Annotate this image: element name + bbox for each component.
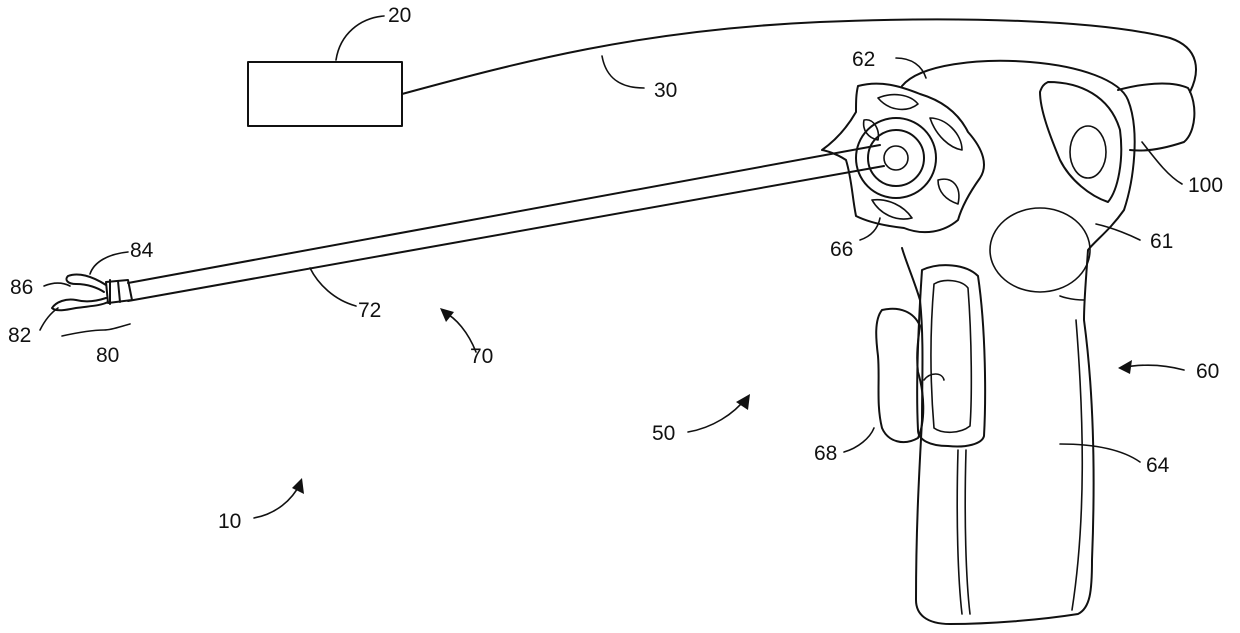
ref-50: 50 — [652, 422, 675, 445]
handle-housing — [902, 61, 1135, 624]
leader-10-arrow — [292, 478, 304, 494]
end-effector — [52, 274, 132, 310]
leader-10 — [254, 484, 300, 518]
leader-60-arrow — [1118, 360, 1132, 374]
ref-60: 60 — [1196, 360, 1219, 383]
ref-30: 30 — [654, 79, 677, 102]
ref-64: 64 — [1146, 454, 1170, 477]
trigger-assembly — [876, 265, 985, 446]
ref-66: 66 — [830, 238, 853, 261]
leader-30 — [602, 56, 644, 88]
ref-86: 86 — [10, 276, 33, 299]
leader-61 — [1096, 224, 1140, 240]
leader-84 — [90, 252, 128, 274]
leader-64 — [1060, 444, 1140, 462]
leader-80 — [62, 324, 130, 336]
lower-jaw — [52, 298, 108, 310]
leader-68 — [844, 428, 874, 452]
leader-62 — [896, 58, 926, 78]
generator-box — [248, 62, 402, 126]
power-attachment — [1118, 84, 1194, 151]
ref-61: 61 — [1150, 230, 1173, 253]
ref-72: 72 — [358, 299, 381, 322]
ref-80: 80 — [96, 344, 119, 367]
ref-100: 100 — [1188, 174, 1223, 197]
leader-70-arrow — [440, 308, 454, 322]
ref-82: 82 — [8, 324, 31, 347]
ref-70: 70 — [470, 345, 493, 368]
ref-20: 20 — [388, 4, 411, 27]
shaft — [128, 145, 884, 301]
leader-72 — [310, 268, 356, 306]
ref-62: 62 — [852, 48, 875, 71]
ref-68: 68 — [814, 442, 837, 465]
reference-numerals: 20 30 62 66 100 61 60 64 68 50 70 72 10 … — [8, 4, 1223, 533]
leader-82 — [40, 308, 58, 330]
leader-20 — [336, 16, 384, 60]
cable — [402, 19, 1196, 94]
ref-84: 84 — [130, 239, 154, 262]
ref-10: 10 — [218, 510, 241, 533]
rotation-knob — [822, 84, 984, 233]
leader-86 — [44, 283, 70, 286]
leader-50 — [688, 398, 746, 432]
side-recess — [990, 208, 1090, 292]
upper-jaw — [66, 274, 106, 292]
window-recess — [1040, 82, 1121, 202]
